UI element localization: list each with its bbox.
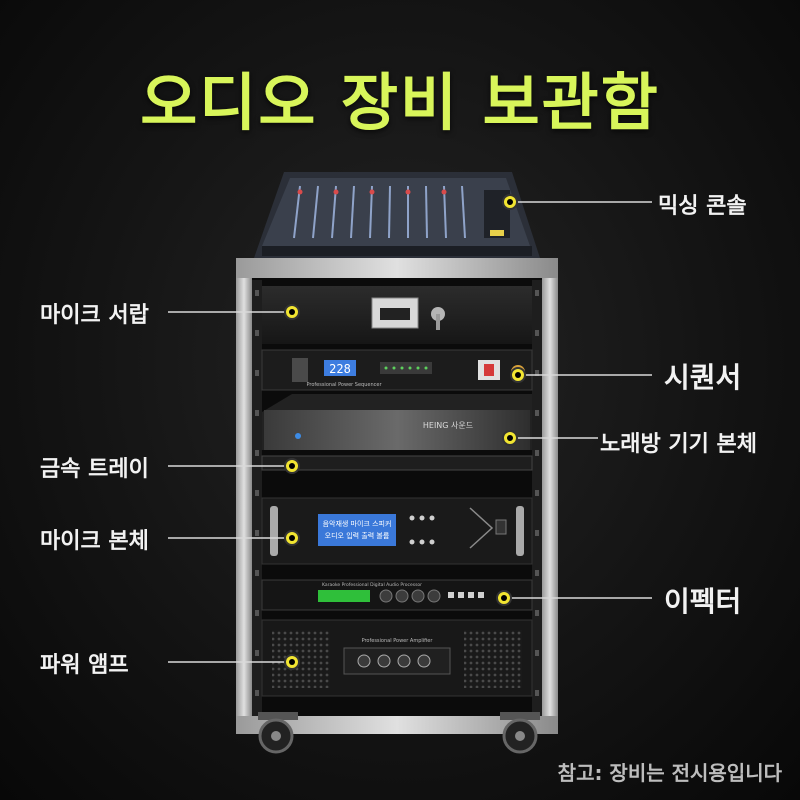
marker-metal-tray [284, 458, 300, 474]
power-sequencer: 228 Professional Power Sequencer [261, 349, 533, 391]
label-mic-drawer: 마이크 서랍 [40, 303, 149, 328]
mic-drawer [262, 286, 532, 344]
marker-mixing-console [502, 194, 518, 210]
mic-receiver: 음악재생 마이크 스피커 오디오 입력 출력 볼륨 [261, 497, 533, 565]
top-frame [236, 258, 558, 278]
receiver-screen-line2: 오디오 입력 출력 볼륨 [325, 531, 390, 540]
page-title: 오디오 장비 보관함 [140, 66, 660, 139]
leader-lines [168, 201, 652, 663]
display-note: 참고: 장비는 전시용입니다 [557, 761, 782, 785]
effector-caption: Karaoke Professional Digital Audio Proce… [322, 582, 422, 588]
label-mic-receiver: 마이크 본체 [40, 529, 149, 554]
marker-karaoke-unit [502, 430, 518, 446]
power-amp: Professional Power Amplifier [261, 619, 533, 697]
marker-effector [496, 590, 512, 606]
sequencer-caption: Professional Power Sequencer [306, 382, 382, 388]
sequencer-display: 228 [329, 362, 351, 376]
marker-sequencer [510, 367, 526, 383]
caster-wheels [258, 712, 540, 754]
label-mixing-console: 믹싱 콘솔 [658, 194, 747, 219]
karaoke-unit: HEING 사운드 [262, 394, 532, 450]
karaoke-brand: HEING 사운드 [423, 421, 473, 430]
left-rail [236, 262, 252, 734]
amp-caption: Professional Power Amplifier [362, 638, 434, 644]
mixing-console [254, 172, 540, 258]
label-metal-tray: 금속 트레이 [40, 457, 149, 482]
label-karaoke-unit: 노래방 기기 본체 [600, 432, 757, 457]
right-rail [542, 262, 558, 734]
label-sequencer: 시퀀서 [664, 361, 742, 394]
bottom-frame [236, 716, 558, 734]
marker-power-amp [284, 654, 300, 670]
callout-markers [284, 194, 526, 670]
metal-tray-shelf [261, 455, 533, 471]
marker-mic-drawer [284, 304, 300, 320]
effector-unit: Karaoke Professional Digital Audio Proce… [261, 579, 533, 611]
label-effector: 이펙터 [664, 585, 742, 618]
receiver-screen-line1: 음악재생 마이크 스피커 [323, 519, 392, 528]
label-power-amp: 파워 앰프 [40, 653, 129, 678]
marker-mic-receiver [284, 530, 300, 546]
